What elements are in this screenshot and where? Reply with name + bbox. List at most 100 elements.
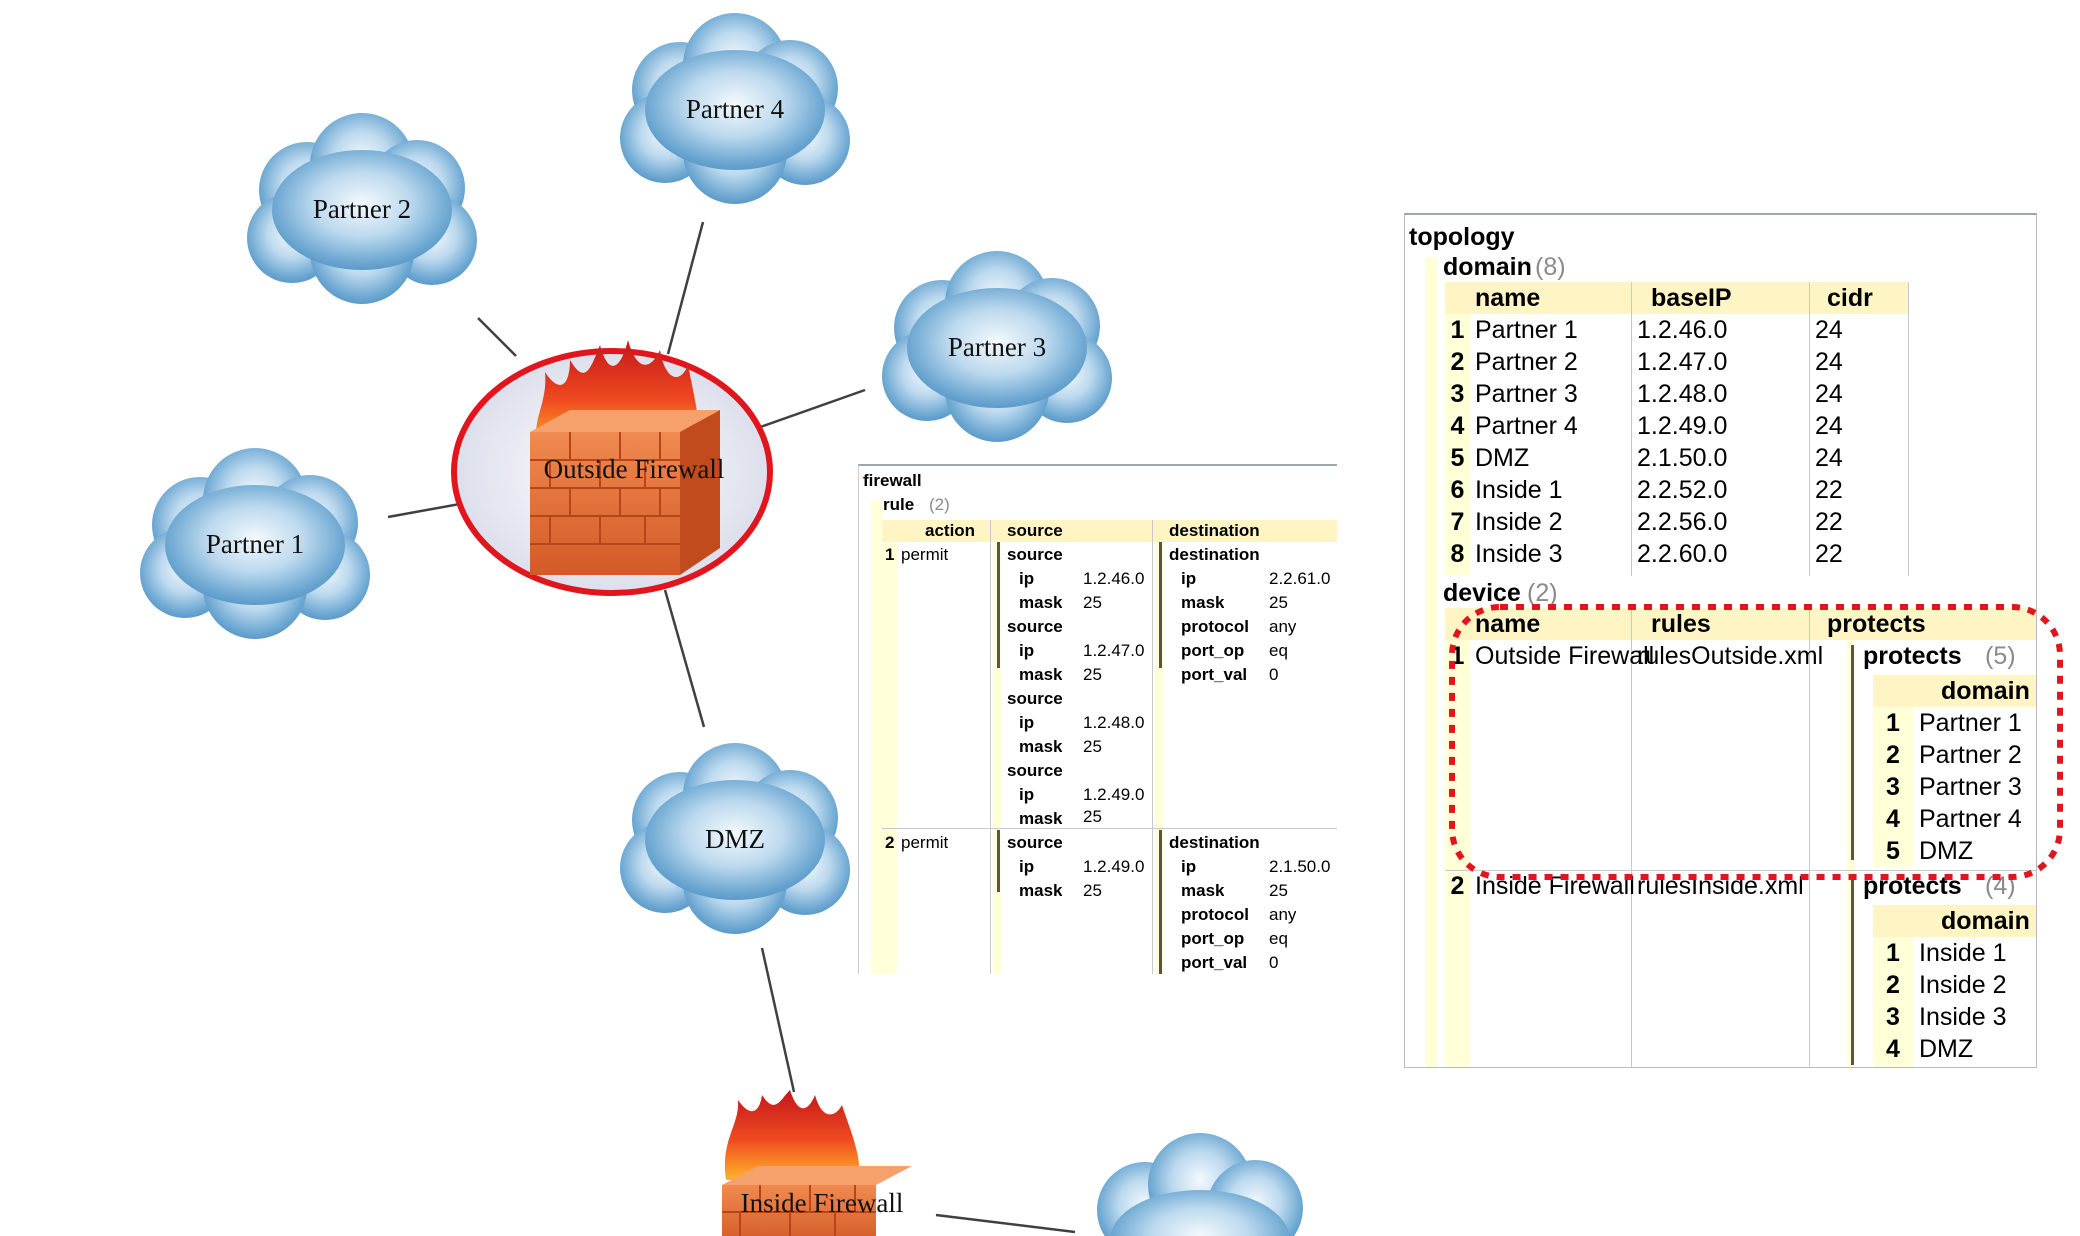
firewall-title: firewall xyxy=(863,471,922,490)
protects-index: 4 xyxy=(1886,1035,1900,1063)
field-label: mask xyxy=(1019,737,1063,756)
field-label: ip xyxy=(1019,569,1035,588)
col-domain: domain xyxy=(1941,677,2030,705)
cloud-partner3 xyxy=(882,251,1112,442)
field-label: port_val xyxy=(1181,665,1248,684)
destination-bracket xyxy=(1159,830,1162,974)
source-label: source xyxy=(1007,545,1063,564)
source-ip: 1.2.47.0 xyxy=(1083,641,1145,660)
protects-label: protects xyxy=(1863,642,1962,670)
domain-baseip: 2.2.52.0 xyxy=(1637,476,1728,504)
domain-index: 5 xyxy=(1450,444,1465,472)
field-label: mask xyxy=(1181,593,1225,612)
field-label: mask xyxy=(1019,593,1063,612)
link-partner2 xyxy=(477,317,517,357)
cloud-partner2 xyxy=(247,113,477,304)
source-mask: 25 xyxy=(1083,737,1102,756)
topology-title: topology xyxy=(1409,223,1515,251)
protects-index: 2 xyxy=(1886,971,1900,999)
domain-name: Inside 2 xyxy=(1475,508,1563,536)
field-label: ip xyxy=(1181,857,1197,876)
inside-firewall-node xyxy=(722,1090,912,1236)
source-label: source xyxy=(1007,689,1063,708)
protects-domain: Partner 1 xyxy=(1919,709,2022,737)
rule-index: 1 xyxy=(885,545,895,564)
field-label: protocol xyxy=(1181,905,1249,924)
destination-protocol: any xyxy=(1269,617,1297,636)
domain-name: Inside 3 xyxy=(1475,540,1563,568)
col-divider xyxy=(1809,608,1810,1067)
rule-label: rule xyxy=(883,495,915,514)
protects-domain: Partner 3 xyxy=(1919,773,2022,801)
protects-index: 5 xyxy=(1886,837,1900,865)
rule-index: 2 xyxy=(885,833,895,852)
rule-divider xyxy=(882,828,1337,829)
label-outside-firewall: Outside Firewall xyxy=(544,454,725,484)
device-rules: rulesInside.xml xyxy=(1637,872,1804,900)
field-label: ip xyxy=(1019,641,1035,660)
domain-baseip: 2.2.60.0 xyxy=(1637,540,1728,568)
col-name: name xyxy=(1475,284,1541,312)
protects-index: 4 xyxy=(1886,805,1900,833)
domain-cidr: 24 xyxy=(1815,444,1843,472)
device-rules: rulesOutside.xml xyxy=(1637,642,1824,670)
link-partner4 xyxy=(666,221,705,355)
protects-label: protects xyxy=(1863,872,1962,900)
destination-ip: 2.1.50.0 xyxy=(1269,857,1331,876)
flame-icon xyxy=(724,1090,860,1180)
domain-cidr: 22 xyxy=(1815,508,1843,536)
field-label: port_op xyxy=(1181,641,1245,660)
source-label: source xyxy=(1007,833,1063,852)
brick-wall-icon xyxy=(530,410,720,575)
col-device-name: name xyxy=(1475,610,1541,638)
col-protects: protects xyxy=(1827,610,1926,638)
domain-cidr: 22 xyxy=(1815,476,1843,504)
domain-name: Inside 1 xyxy=(1475,476,1563,504)
device-index: 2 xyxy=(1450,872,1465,900)
field-label: protocol xyxy=(1181,617,1249,636)
domain-index: 1 xyxy=(1450,316,1465,344)
source-mask: 25 xyxy=(1083,881,1102,900)
col-rules: rules xyxy=(1651,610,1711,638)
col-source: source xyxy=(1007,521,1063,540)
device-index-column xyxy=(1445,640,1470,1067)
source-mask: 25 xyxy=(1083,593,1102,612)
domain-baseip: 2.1.50.0 xyxy=(1637,444,1728,472)
outside-firewall-node xyxy=(451,340,773,596)
destination-label: destination xyxy=(1169,833,1260,852)
source-mask: 25 xyxy=(1083,807,1102,826)
rule-action: permit xyxy=(901,545,949,564)
field-label: mask xyxy=(1181,881,1225,900)
destination-port-val: 0 xyxy=(1269,665,1279,684)
domain-baseip: 2.2.56.0 xyxy=(1637,508,1728,536)
label-dmz: DMZ xyxy=(705,824,765,854)
domain-baseip: 1.2.49.0 xyxy=(1637,412,1728,440)
link-inside-firewall xyxy=(760,947,796,1093)
domain-index: 4 xyxy=(1450,412,1465,440)
device-name: Outside Firewall xyxy=(1475,642,1655,670)
domain-baseip: 1.2.46.0 xyxy=(1637,316,1728,344)
col-divider xyxy=(1152,520,1153,974)
protects-bracket xyxy=(1851,875,1854,1065)
field-label: mask xyxy=(1019,809,1063,828)
domain-baseip: 1.2.48.0 xyxy=(1637,380,1728,408)
col-baseip: baseIP xyxy=(1651,284,1732,312)
source-ip: 1.2.49.0 xyxy=(1083,785,1145,804)
protects-domain: Partner 2 xyxy=(1919,741,2022,769)
col-divider xyxy=(990,520,991,974)
device-count: (2) xyxy=(1527,579,1558,607)
topology-table: topology domain (8) name baseIP cidr 1 P… xyxy=(1404,213,2037,1068)
col-domain: domain xyxy=(1941,907,2030,935)
col-divider xyxy=(1908,282,1909,576)
col-divider xyxy=(1809,282,1810,576)
cloud-partner1 xyxy=(140,448,370,639)
source-ip: 1.2.46.0 xyxy=(1083,569,1145,588)
label-partner4: Partner 4 xyxy=(686,94,785,124)
protects-index: 2 xyxy=(1886,741,1900,769)
domain-cidr: 24 xyxy=(1815,348,1843,376)
brick-wall-icon xyxy=(722,1166,912,1236)
rule-header-row xyxy=(882,520,1337,542)
destination-mask: 25 xyxy=(1269,593,1288,612)
destination-ip: 2.2.61.0 xyxy=(1269,569,1331,588)
